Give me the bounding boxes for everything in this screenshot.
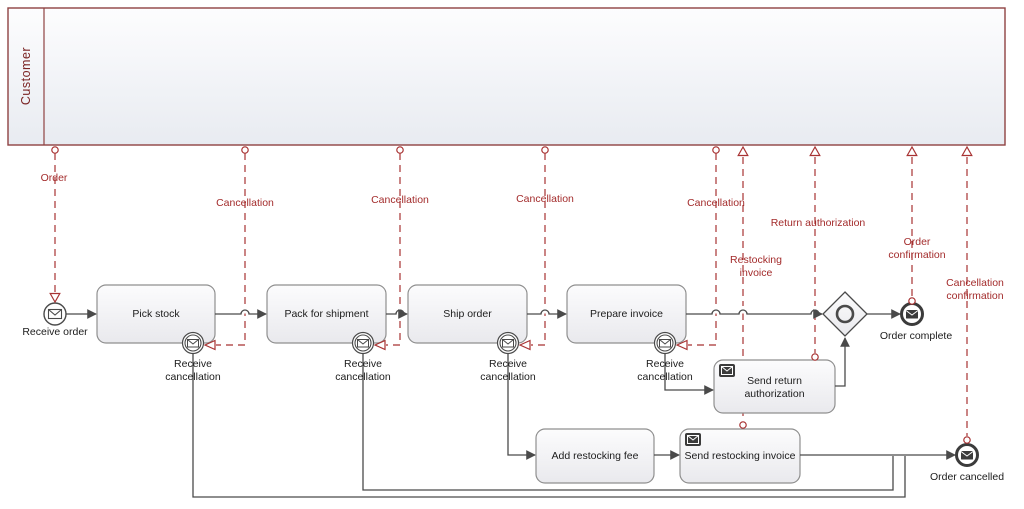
message-flow-cancellation-2 xyxy=(386,153,401,346)
message-source-dot xyxy=(712,146,720,154)
message-icon xyxy=(960,451,974,460)
flow-prepare-to-gateway xyxy=(686,309,823,319)
pool-customer[interactable] xyxy=(7,7,1006,146)
flow-ship-to-prepare xyxy=(527,309,567,319)
message-icon xyxy=(47,308,63,320)
flow-pack-to-ship xyxy=(386,309,408,319)
message-arrowhead xyxy=(373,339,386,351)
message-source-dot xyxy=(811,353,819,361)
message-icon xyxy=(187,339,199,348)
message-flow-cancellation-3 xyxy=(531,153,546,346)
boundary-event-receive-cancellation-1[interactable] xyxy=(181,331,205,355)
message-source-dot xyxy=(963,436,971,444)
message-source-dot xyxy=(51,146,59,154)
end-event-order-complete[interactable] xyxy=(900,302,924,326)
boundary-event-receive-cancellation-3[interactable] xyxy=(496,331,520,355)
boundary-event-receive-cancellation-2[interactable] xyxy=(351,331,375,355)
flow-cancel2-to-cancelled xyxy=(362,354,894,491)
message-icon xyxy=(502,339,514,348)
message-arrowhead xyxy=(809,145,821,157)
message-source-dot xyxy=(241,146,249,154)
flow-cancel4-to-return-auth xyxy=(664,354,714,395)
flow-cancel3-to-restocking-fee xyxy=(507,354,536,460)
end-event-order-cancelled[interactable] xyxy=(955,443,979,467)
message-icon xyxy=(659,339,671,348)
flow-cancel1-to-cancelled xyxy=(192,354,906,498)
message-arrowhead xyxy=(675,339,688,351)
message-arrowhead xyxy=(203,339,216,351)
message-icon xyxy=(357,339,369,348)
message-icon xyxy=(905,310,919,319)
task-add-restocking-fee[interactable] xyxy=(535,428,655,484)
message-arrowhead xyxy=(518,339,531,351)
message-source-dot xyxy=(541,146,549,154)
message-arrowhead xyxy=(49,292,61,304)
message-flow-cancellation-1 xyxy=(216,153,246,346)
pool-label-customer: Customer xyxy=(19,46,33,106)
message-arrowhead xyxy=(737,145,749,157)
task-send-restocking-invoice[interactable] xyxy=(679,428,801,484)
start-event-receive-order[interactable] xyxy=(43,302,67,326)
flow-return-auth-to-gateway xyxy=(835,337,850,387)
send-icon xyxy=(685,433,701,446)
message-source-dot xyxy=(396,146,404,154)
gateway-inclusive[interactable] xyxy=(822,291,868,337)
boundary-event-receive-cancellation-4[interactable] xyxy=(653,331,677,355)
message-arrowhead xyxy=(961,145,973,157)
message-arrowhead xyxy=(906,145,918,157)
message-source-dot xyxy=(908,297,916,305)
message-source-dot xyxy=(739,421,747,429)
flow-pick-to-pack xyxy=(215,309,267,319)
message-flow-cancellation-4 xyxy=(688,153,717,346)
send-icon xyxy=(719,364,735,377)
